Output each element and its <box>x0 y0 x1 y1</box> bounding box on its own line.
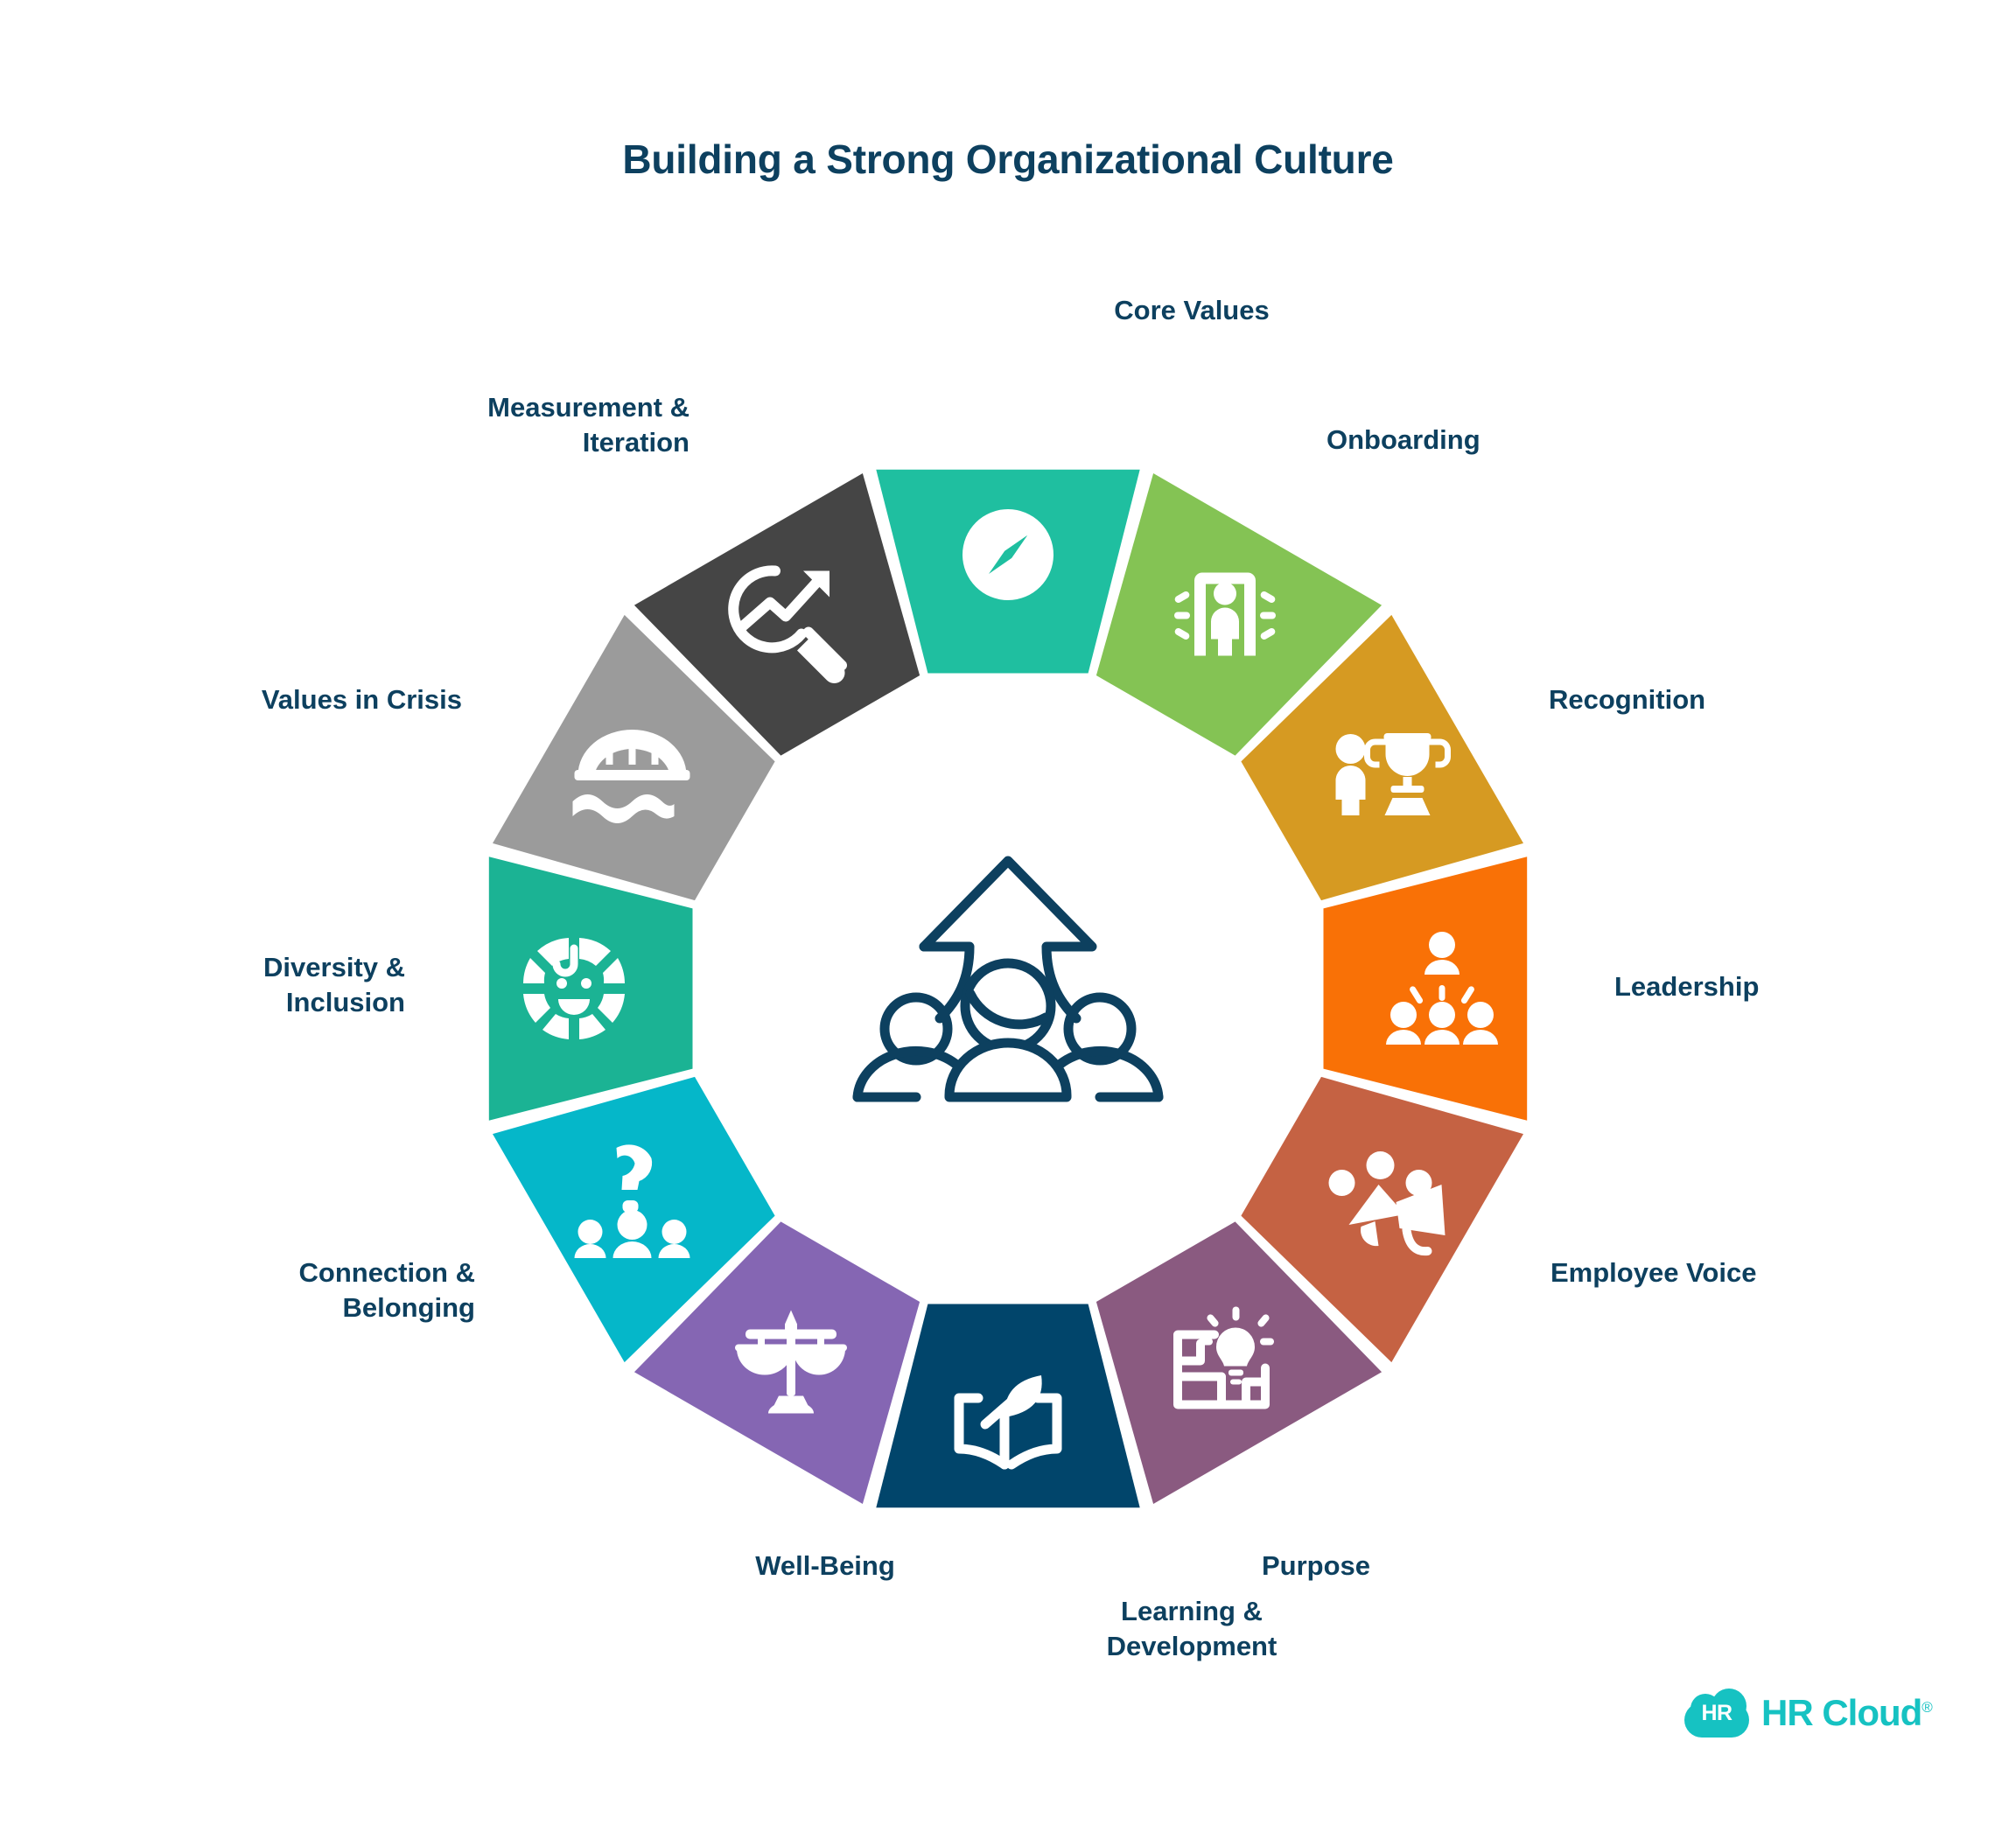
person-trophy-icon <box>1335 733 1451 815</box>
wheel-label: Measurement & Iteration <box>487 392 690 458</box>
wheel-label: Learning & Development <box>1106 1596 1278 1661</box>
wheel-label: Leadership <box>1614 971 1760 1002</box>
magnifier-growth-icon <box>728 565 847 684</box>
registered-mark: ® <box>1922 1699 1932 1716</box>
wheel-segment[interactable] <box>1241 614 1523 901</box>
wheel-segment-icons <box>523 509 1498 1470</box>
wheel-label: Diversity & Inclusion <box>263 952 405 1017</box>
wheel-label: Purpose <box>1262 1550 1371 1581</box>
wheel-segment[interactable] <box>1323 857 1528 1121</box>
balance-scale-icon <box>735 1310 847 1414</box>
wheel-label: Values in Crisis <box>261 684 462 715</box>
wheel-label: Onboarding <box>1326 424 1480 455</box>
blueprint-lightbulb-icon <box>1173 1306 1274 1409</box>
wheel-label: Well-Being <box>755 1550 895 1581</box>
compass-icon <box>962 509 1054 600</box>
people-growth-arrow-icon <box>852 856 1164 1102</box>
door-entry-person-icon <box>1174 572 1276 656</box>
logo-name: HR Cloud <box>1761 1692 1922 1733</box>
cloud-icon: HR <box>1684 1689 1749 1738</box>
bridge-water-icon <box>572 730 690 823</box>
megaphone-people-icon <box>1328 1151 1446 1256</box>
people-question-icon <box>574 1144 690 1258</box>
hr-cloud-logo: HR HR Cloud® <box>1684 1689 1933 1738</box>
wheel-segment[interactable] <box>1241 1076 1523 1363</box>
team-hierarchy-icon <box>1386 932 1498 1045</box>
logo-mark-text: HR <box>1701 1701 1732 1725</box>
wheel-segments <box>488 469 1528 1508</box>
wheel-label: Connection & Belonging <box>298 1257 476 1323</box>
wheel-label: Employee Voice <box>1550 1257 1757 1288</box>
logo-wordmark: HR Cloud® <box>1761 1692 1933 1734</box>
wheel-segment[interactable] <box>1096 473 1382 756</box>
inclusion-face-icon <box>523 938 625 1039</box>
wheel-label: Recognition <box>1549 684 1706 715</box>
wheel-label: Core Values <box>1114 295 1270 325</box>
book-leaf-icon <box>954 1375 1062 1470</box>
wheel-segment[interactable] <box>488 857 693 1121</box>
page-title: Building a Strong Organizational Culture <box>622 136 1394 182</box>
